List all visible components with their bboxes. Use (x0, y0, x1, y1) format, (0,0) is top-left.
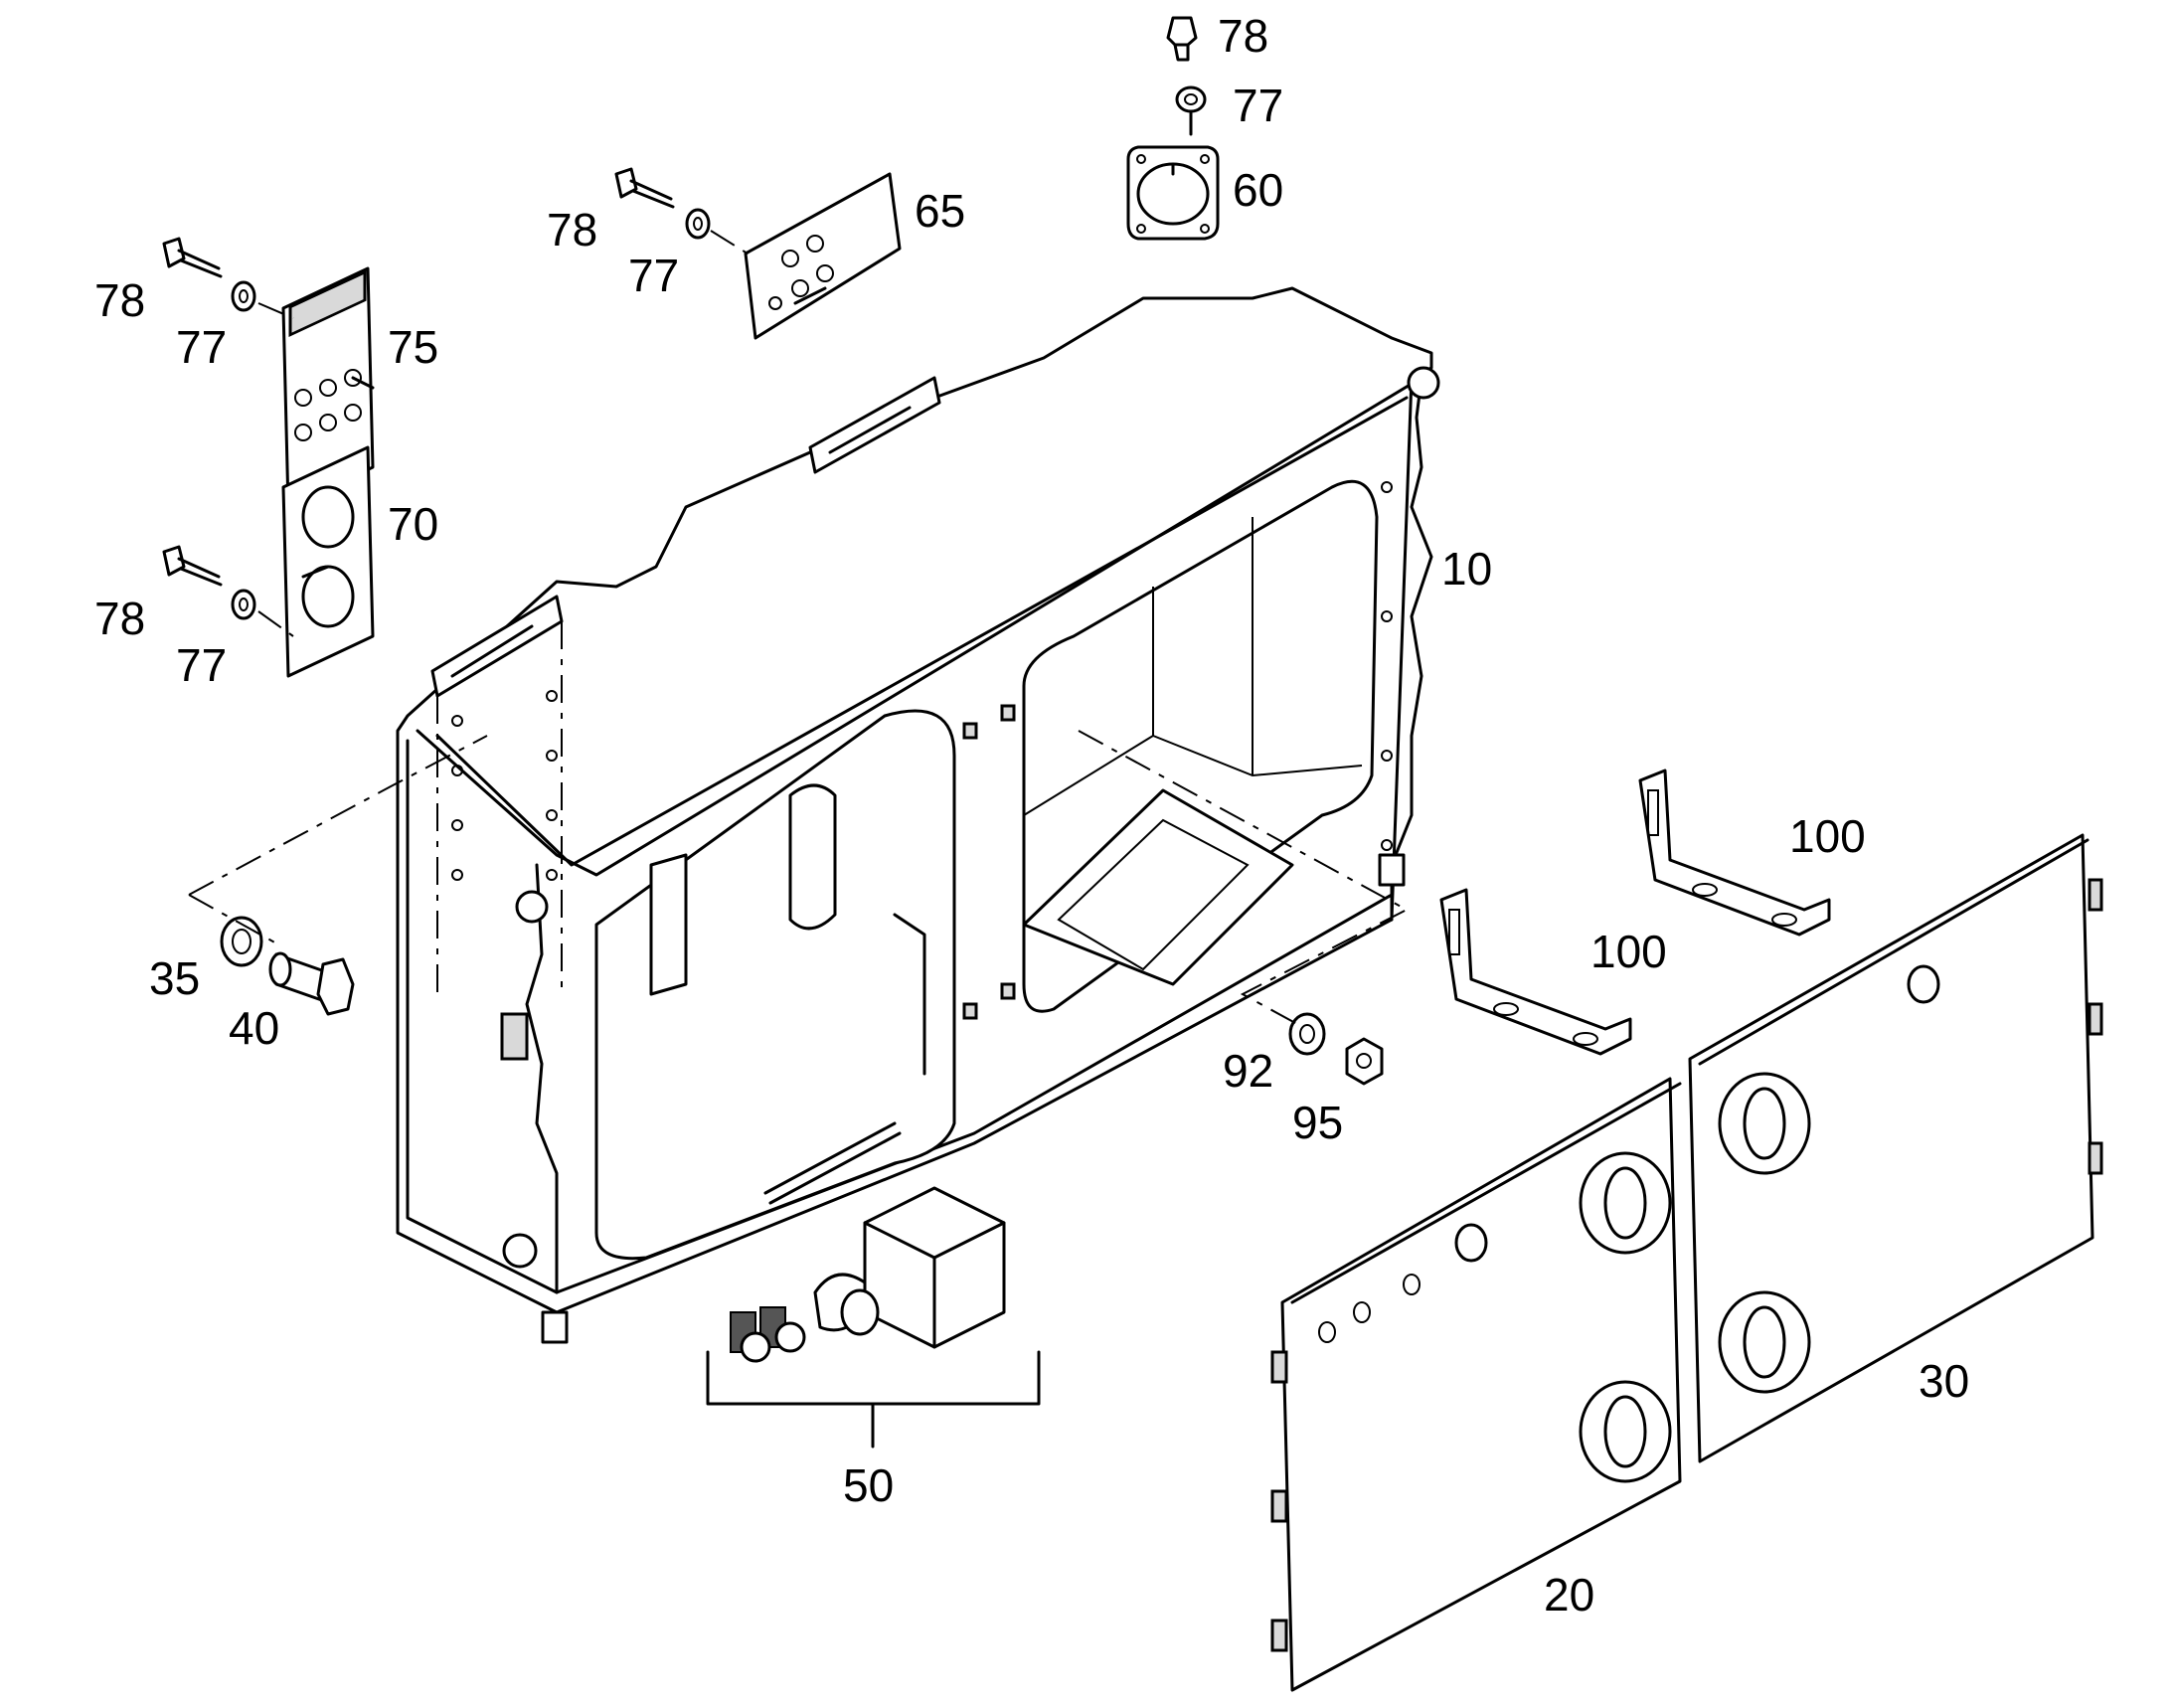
part-78-screw-c (614, 167, 675, 209)
assembly-line-40b (188, 894, 279, 945)
callout-50: 50 (843, 1459, 894, 1511)
part-60-flange (1126, 145, 1220, 241)
callout-95: 95 (1292, 1097, 1343, 1148)
callout-78-d: 78 (1218, 10, 1268, 62)
callout-100-b: 100 (1789, 810, 1866, 862)
part-78-screw-a (162, 237, 223, 278)
callout-78-a: 78 (94, 274, 145, 326)
part-75-plate (281, 266, 375, 509)
callout-65: 65 (915, 185, 965, 237)
part-92-washer (1288, 1012, 1326, 1056)
part-77-washer-d (1175, 85, 1207, 113)
part-77-washer-c (685, 208, 711, 240)
callout-77-b: 77 (176, 639, 227, 691)
part-95-nut (1345, 1037, 1384, 1086)
part-70-plate (281, 445, 375, 678)
callout-70: 70 (388, 498, 438, 550)
part-100-bracket-b (1638, 769, 1831, 937)
callout-77-a: 77 (176, 321, 227, 373)
part-100-bracket-a (1439, 888, 1632, 1056)
assembly-line-40 (188, 735, 488, 896)
callout-75: 75 (388, 321, 438, 373)
callout-60: 60 (1233, 164, 1283, 216)
part-50-kit (730, 1186, 1006, 1363)
callout-92: 92 (1223, 1045, 1273, 1097)
part-78-screw-b (162, 545, 223, 587)
callout-77-d: 77 (1233, 80, 1283, 131)
callout-35: 35 (149, 952, 200, 1004)
callout-10: 10 (1441, 543, 1492, 595)
assembly-line-92 (1078, 730, 1410, 1025)
part-40-bolt (268, 951, 355, 1016)
part-78-screw-d (1166, 16, 1198, 62)
callout-20: 20 (1544, 1569, 1594, 1621)
assembly-line-70 (257, 610, 294, 637)
callout-30: 30 (1919, 1355, 1969, 1407)
assembly-line-65 (710, 230, 756, 259)
callout-78-b: 78 (94, 593, 145, 644)
callout-40: 40 (229, 1002, 279, 1054)
part-20-door (1270, 1077, 1682, 1692)
part-10-frame (396, 286, 1440, 1344)
assembly-line-75 (257, 302, 294, 319)
callout-labels: 10 20 30 35 40 50 60 65 70 75 77 77 77 7… (94, 10, 1969, 1621)
part-65-plate (744, 172, 902, 340)
part-77-washer-b (231, 589, 256, 620)
part-30-door (1688, 833, 2103, 1463)
callout-78-c: 78 (547, 204, 597, 256)
callout-100-a: 100 (1590, 926, 1667, 977)
part-77-washer-a (231, 280, 256, 312)
callout-77-c: 77 (628, 250, 679, 301)
